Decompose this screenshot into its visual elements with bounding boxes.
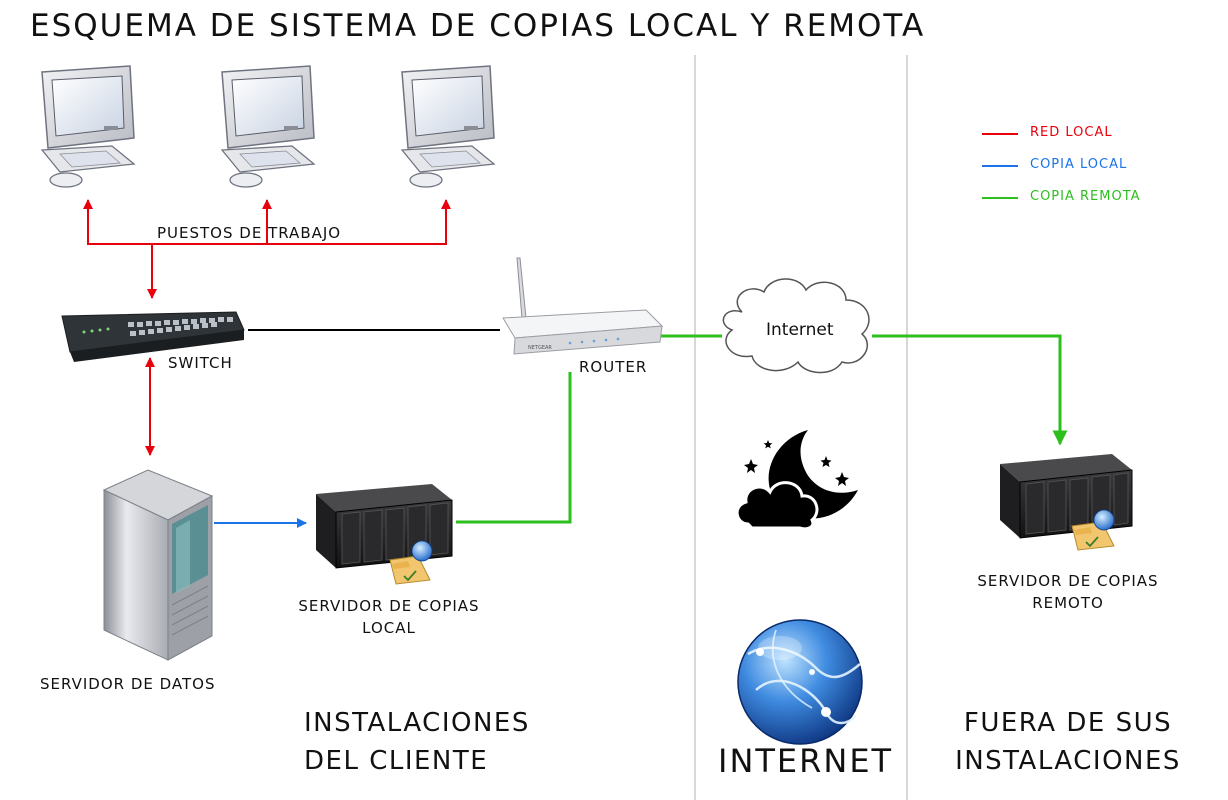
label-line: LOCAL <box>362 619 416 637</box>
legend-label: COPIA REMOTA <box>1030 189 1141 204</box>
router-label: ROUTER <box>579 358 648 376</box>
internet-globe-icon <box>737 619 863 745</box>
zone-offsite-label: FUERA DE SUS INSTALACIONES <box>940 704 1196 780</box>
zone-internet-label: INTERNET <box>718 742 894 780</box>
zone-line: INSTALACIONES <box>955 746 1181 776</box>
zone-client-label: INSTALACIONES DEL CLIENTE <box>304 704 530 780</box>
cloud-label: Internet <box>766 320 834 340</box>
switch-label: SWITCH <box>168 354 233 372</box>
data-server-tower-icon <box>102 469 214 661</box>
router-icon: NETGEAR <box>502 257 664 355</box>
label-line: SERVIDOR DE COPIAS <box>298 597 480 615</box>
legend-red-local: RED LOCAL <box>1030 125 1113 140</box>
remote-backup-server-label: SERVIDOR DE COPIAS REMOTO <box>948 570 1188 614</box>
workstation-icon <box>220 65 316 188</box>
workstation-icon <box>40 65 136 188</box>
network-switch-icon <box>61 311 245 362</box>
router-brand: NETGEAR <box>528 345 552 351</box>
local-nas-server-icon <box>316 484 453 585</box>
legend-local-copy: COPIA LOCAL <box>1030 157 1127 172</box>
workstation-icon <box>400 65 496 188</box>
night-cloud-moon-icon <box>735 430 858 531</box>
remote-nas-server-icon <box>1000 454 1133 551</box>
legend-remote-copy: COPIA REMOTA <box>1030 189 1141 204</box>
zone-line: INSTALACIONES <box>304 708 530 738</box>
zone-line: FUERA DE SUS <box>963 708 1173 738</box>
legend-label: COPIA LOCAL <box>1030 157 1128 172</box>
data-server-label: SERVIDOR DE DATOS <box>40 675 216 693</box>
diagram-title: ESQUEMA DE SISTEMA DE COPIAS LOCAL Y REM… <box>30 8 926 44</box>
red-local-network-lines <box>83 199 451 456</box>
label-line: REMOTO <box>1032 594 1104 612</box>
local-backup-server-label: SERVIDOR DE COPIAS LOCAL <box>270 595 508 639</box>
internet-cloud-icon <box>722 278 870 374</box>
zone-line: DEL CLIENTE <box>304 746 489 776</box>
remote-copy-lines <box>456 334 1068 524</box>
workstations-label: PUESTOS DE TRABAJO <box>157 224 342 242</box>
legend-label: RED LOCAL <box>1030 125 1113 140</box>
label-line: SERVIDOR DE COPIAS <box>977 572 1159 590</box>
